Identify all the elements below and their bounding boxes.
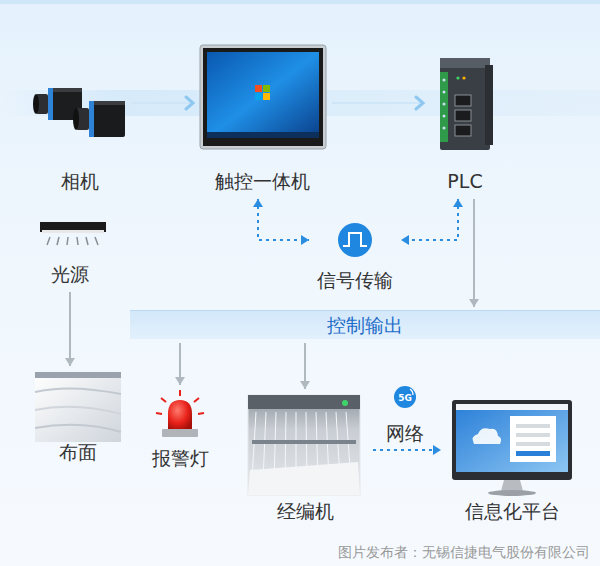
connector xyxy=(469,199,479,307)
touch-panel-icon xyxy=(200,45,326,149)
arrow-head xyxy=(186,97,193,109)
node-label: 布面 xyxy=(59,441,97,464)
knitting-machine-picture xyxy=(248,395,360,495)
connector xyxy=(65,292,75,366)
platform-monitor-icon xyxy=(452,400,572,496)
node-label: 信息化平台 xyxy=(465,500,560,523)
signal-icon xyxy=(338,223,372,257)
connector-line xyxy=(332,102,423,104)
arrow-head xyxy=(300,381,310,389)
light-source-icon xyxy=(40,222,106,245)
node-label: 报警灯 xyxy=(152,447,209,470)
arrow-head xyxy=(253,199,263,207)
node-label: 经编机 xyxy=(277,500,334,523)
node-label: 信号传输 xyxy=(317,269,393,292)
plc-node: PLC xyxy=(425,52,505,197)
connector xyxy=(175,343,185,385)
signal-node: 信号传输 xyxy=(311,222,399,296)
connector xyxy=(373,445,441,455)
connector xyxy=(300,343,310,389)
top-strip xyxy=(0,0,600,4)
label-holder: 图片发布者：无锡信捷电气股份有限公司 xyxy=(338,544,590,560)
network-badge-text: 5G xyxy=(398,393,412,403)
arrow-head xyxy=(175,377,185,385)
connector-line xyxy=(132,102,193,104)
connector-line xyxy=(69,292,71,366)
arrow-head xyxy=(433,445,441,455)
arrow-head xyxy=(401,235,409,245)
label-holder: 5G xyxy=(398,393,412,403)
alarm-light-icon xyxy=(156,390,204,437)
node-label: 触控一体机 xyxy=(215,170,310,193)
alarm-node: 报警灯 xyxy=(140,388,220,474)
arrow-head xyxy=(65,358,75,366)
node-label: 相机 xyxy=(61,170,99,193)
fabric-node: 布面 xyxy=(30,368,125,468)
camera-node: 相机 xyxy=(30,70,130,197)
node-label: 控制输出 xyxy=(327,314,403,337)
arrow-head xyxy=(301,235,309,245)
publisher-note: 图片发布者：无锡信捷电气股份有限公司 xyxy=(338,544,590,560)
platform-node: 信息化平台 xyxy=(445,398,580,527)
connector xyxy=(401,199,463,245)
network-5g-icon xyxy=(394,386,416,408)
plc-icon xyxy=(440,58,493,150)
camera-icon xyxy=(33,88,125,137)
arrow-head xyxy=(416,97,423,109)
arrow-head xyxy=(453,199,463,207)
connector-line xyxy=(473,199,475,307)
edge-label-holder: 网络 xyxy=(386,422,424,445)
edge-label: 网络 xyxy=(386,422,424,445)
touch-panel-node: 触控一体机 xyxy=(195,40,330,197)
connector-line xyxy=(373,449,441,451)
node-label: 光源 xyxy=(51,263,89,286)
fabric-picture xyxy=(35,372,121,442)
control-output-band: 控制输出 xyxy=(130,310,600,339)
connector-line xyxy=(401,199,458,240)
knitting-machine-node: 经编机 xyxy=(245,392,365,527)
connector-line xyxy=(258,199,309,240)
node-label: PLC xyxy=(447,170,482,193)
connector xyxy=(253,199,309,245)
connector xyxy=(132,97,193,109)
connector xyxy=(332,97,423,109)
arrow-head xyxy=(469,299,479,307)
light-source-node: 光源 xyxy=(30,215,110,290)
